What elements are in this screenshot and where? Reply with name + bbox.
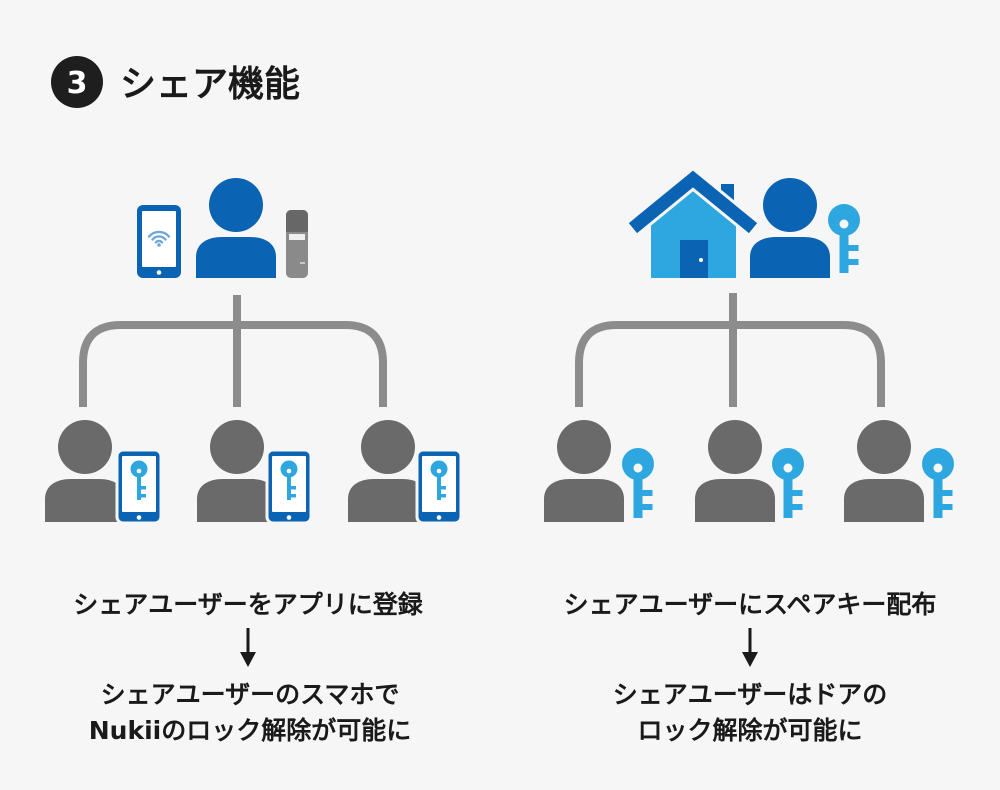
left-result-line1: シェアユーザーのスマホで <box>101 680 400 709</box>
shared-user-person-icon <box>45 420 125 522</box>
shared-user-person-icon <box>348 420 428 522</box>
smartphone-key-icon <box>115 448 163 525</box>
left-panel: シェアユーザーをアプリに登録 シェアユーザーのスマホで Nukiiのロック解除が… <box>45 178 463 745</box>
shared-user-person-icon <box>197 420 277 522</box>
arrow-down-icon <box>742 628 758 667</box>
house-icon <box>628 166 758 278</box>
spare-key-icon <box>770 446 806 518</box>
right-result-line1: シェアユーザーはドアの <box>613 680 888 709</box>
key-icon <box>828 204 860 273</box>
shared-user-3 <box>844 420 956 522</box>
owner-person-icon <box>196 178 276 278</box>
step-number-badge <box>51 56 103 108</box>
left-step-caption: シェアユーザーをアプリに登録 <box>73 590 424 619</box>
title-text: シェア機能 <box>120 64 300 105</box>
spare-key-icon <box>920 446 956 518</box>
shared-user-person-icon <box>544 420 624 522</box>
smartphone-wifi-icon <box>137 205 181 278</box>
connector-branch <box>575 321 885 407</box>
right-step-caption: シェアユーザーにスペアキー配布 <box>564 590 937 619</box>
shared-user-person-icon <box>695 420 775 522</box>
step-number: 3 <box>67 66 88 101</box>
shared-user-1 <box>45 420 163 525</box>
connector-branch <box>79 321 387 407</box>
page-title: 3 シェア機能 <box>51 56 300 108</box>
shared-user-2 <box>197 420 313 525</box>
left-result-line2: Nukiiのロック解除が可能に <box>89 716 412 745</box>
owner-person-icon <box>750 178 830 278</box>
right-result-line2: ロック解除が可能に <box>637 716 862 745</box>
nuki-fob-icon <box>286 210 308 278</box>
smartphone-key-icon <box>265 448 313 525</box>
shared-user-1 <box>544 420 656 522</box>
shared-user-3 <box>348 420 463 525</box>
spare-key-icon <box>620 446 656 518</box>
shared-user-person-icon <box>844 420 924 522</box>
arrow-down-icon <box>240 628 256 667</box>
right-panel: シェアユーザーにスペアキー配布 シェアユーザーはドアの ロック解除が可能に <box>544 166 956 745</box>
smartphone-key-icon <box>415 448 463 525</box>
shared-user-2 <box>695 420 806 522</box>
door-icon <box>680 240 708 278</box>
